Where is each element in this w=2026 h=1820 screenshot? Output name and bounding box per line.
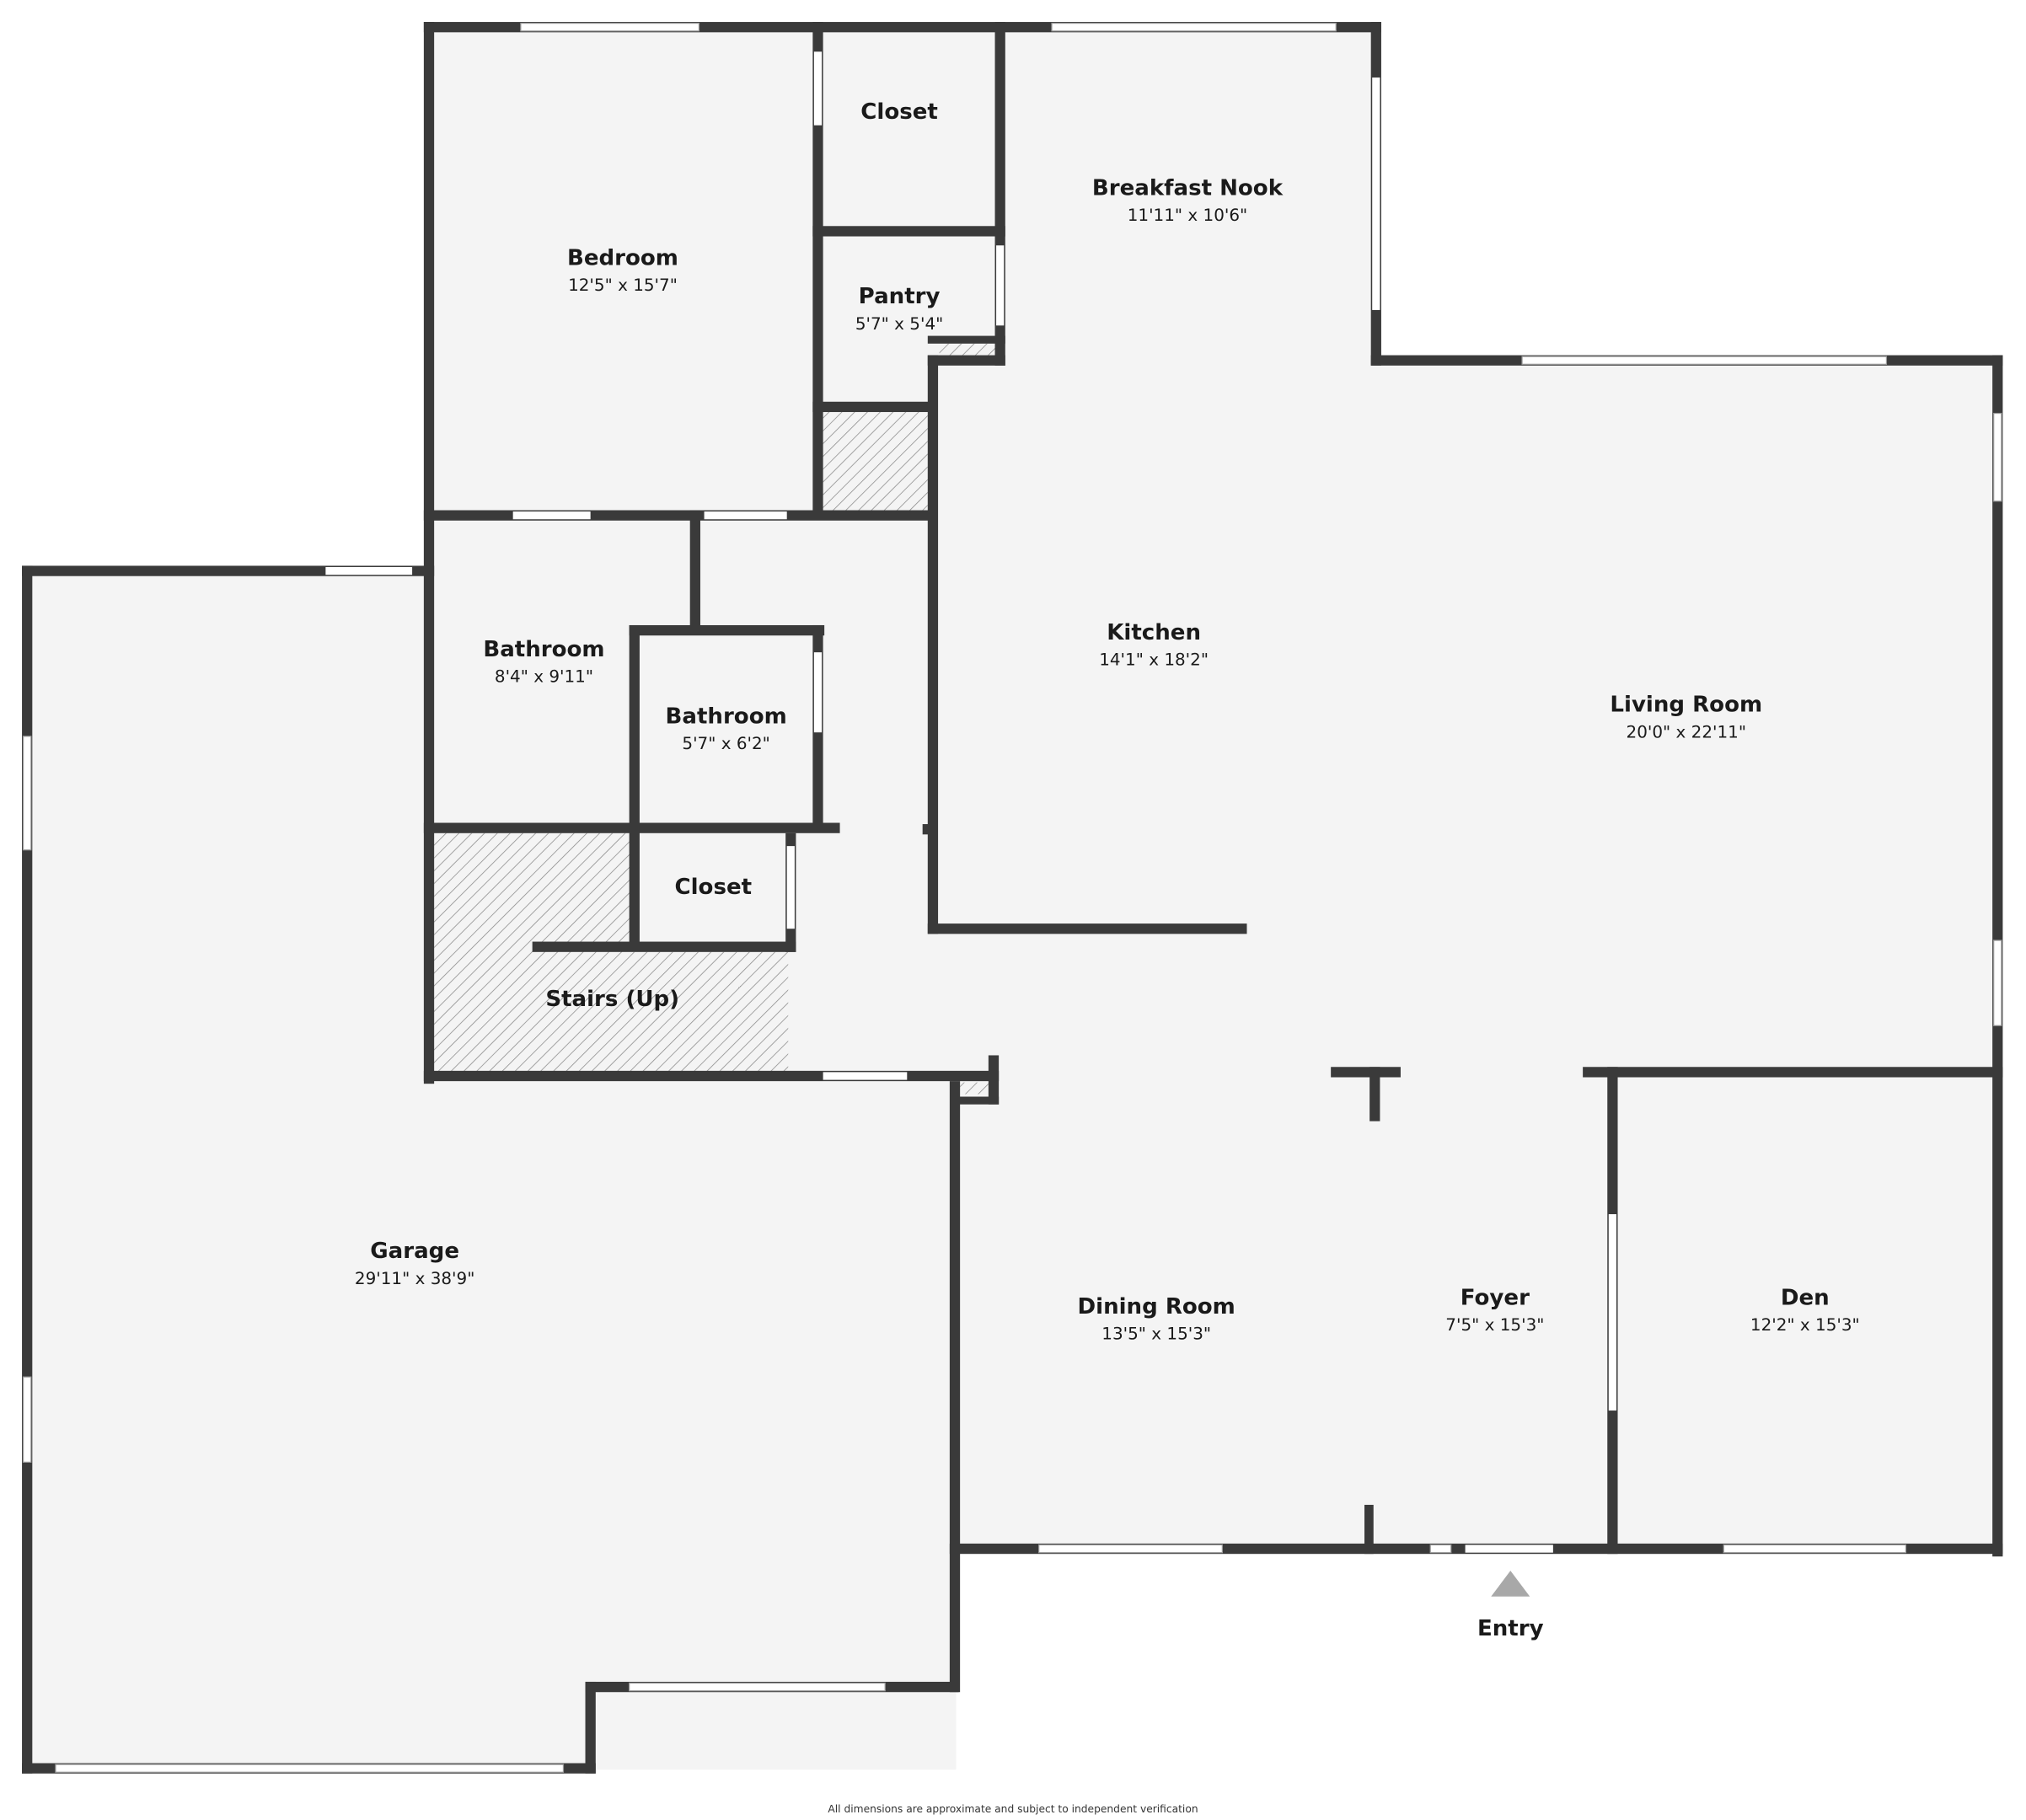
footnote: All dimensions are approximate and subje…: [828, 1803, 1198, 1815]
room-name: Pantry: [859, 284, 941, 309]
room-name: Stairs (Up): [545, 987, 679, 1012]
room-den: Den 12'2" x 15'3": [1750, 1285, 1860, 1335]
room-name: Breakfast Nook: [1092, 175, 1284, 201]
room-living-room: Living Room 20'0" x 22'11": [1610, 693, 1762, 742]
room-bedroom: Bedroom 12'5" x 15'7": [567, 245, 678, 295]
room-bathroom-1: Bathroom 8'4" x 9'11": [483, 637, 604, 687]
room-name: Closet: [860, 99, 938, 125]
room-name: Closet: [675, 875, 753, 900]
room-dining-room: Dining Room 13'5" x 15'3": [1078, 1294, 1235, 1344]
stairs-hatch-lower: [434, 951, 789, 1076]
room-bathroom-2: Bathroom 5'7" x 6'2": [666, 704, 787, 753]
room-closet-mid: Closet: [675, 875, 753, 900]
room-kitchen: Kitchen 14'1" x 18'2": [1099, 620, 1209, 670]
room-foyer: Foyer 7'5" x 15'3": [1445, 1285, 1544, 1335]
room-dimensions: 7'5" x 15'3": [1445, 1315, 1544, 1335]
room-name: Bathroom: [666, 704, 787, 729]
entry-arrow-icon: [1491, 1571, 1530, 1597]
room-name: Den: [1781, 1285, 1830, 1310]
room-dimensions: 20'0" x 22'11": [1627, 722, 1746, 741]
small-hatch-pantry: [939, 343, 997, 356]
room-name: Garage: [370, 1239, 459, 1264]
room-closet-top: Closet: [860, 99, 938, 125]
entry-label: Entry: [1477, 1616, 1544, 1641]
room-name: Dining Room: [1078, 1294, 1235, 1320]
small-hatch-dining: [960, 1082, 989, 1095]
room-breakfast-nook: Breakfast Nook 11'11" x 10'6": [1092, 175, 1284, 225]
floor-fills: [25, 25, 2001, 1770]
room-dimensions: 12'2" x 15'3": [1750, 1315, 1860, 1335]
room-name: Foyer: [1461, 1285, 1530, 1310]
room-garage: Garage 29'11" x 38'9": [355, 1239, 474, 1288]
room-dimensions: 14'1" x 18'2": [1099, 650, 1209, 669]
pantry-shaft-hatch: [823, 409, 928, 511]
windows: [22, 22, 2002, 1773]
room-name: Kitchen: [1107, 620, 1201, 645]
room-stairs: Stairs (Up): [545, 987, 679, 1012]
room-name: Bathroom: [483, 637, 604, 662]
room-dimensions: 5'7" x 6'2": [682, 734, 769, 753]
room-dimensions: 29'11" x 38'9": [355, 1269, 474, 1288]
room-dimensions: 11'11" x 10'6": [1128, 206, 1247, 225]
room-dimensions: 8'4" x 9'11": [495, 666, 593, 686]
room-dimensions: 5'7" x 5'4": [855, 314, 943, 334]
room-name: Bedroom: [567, 245, 678, 270]
room-dimensions: 13'5" x 15'3": [1101, 1325, 1211, 1344]
entry-marker: Entry: [1477, 1571, 1544, 1641]
room-dimensions: 12'5" x 15'7": [568, 276, 678, 295]
room-name: Living Room: [1610, 693, 1762, 718]
room-pantry: Pantry 5'7" x 5'4": [855, 284, 943, 334]
